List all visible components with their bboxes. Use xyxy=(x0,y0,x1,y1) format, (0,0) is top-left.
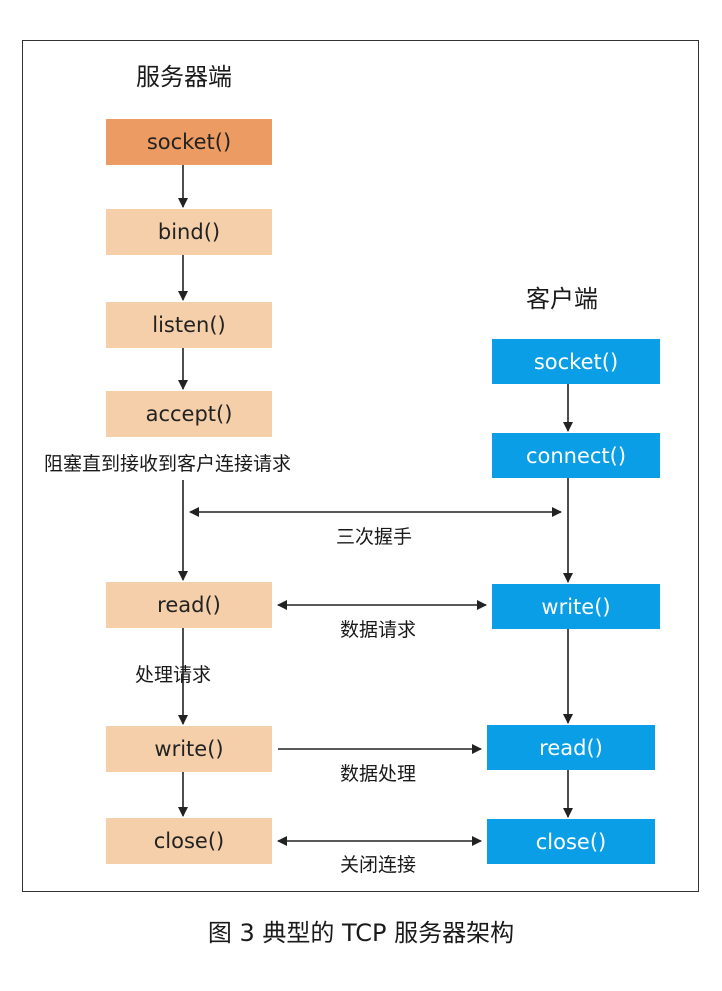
server-heading: 服务器端 xyxy=(136,63,232,91)
diagram-frame xyxy=(22,40,699,892)
server-bind-box: bind() xyxy=(106,209,272,255)
server-accept-box: accept() xyxy=(106,391,272,437)
server-read-box: read() xyxy=(106,582,272,628)
close-connection-label: 关闭连接 xyxy=(340,854,417,876)
data-processing-label: 数据处理 xyxy=(340,763,417,785)
client-write-box: write() xyxy=(492,584,660,629)
figure-caption: 图 3 典型的 TCP 服务器架构 xyxy=(207,919,515,947)
data-request-label: 数据请求 xyxy=(340,619,417,641)
handshake-label: 三次握手 xyxy=(336,526,413,548)
client-connect-box: connect() xyxy=(492,433,660,478)
client-heading: 客户端 xyxy=(526,285,598,313)
client-close-box: close() xyxy=(487,819,655,864)
server-socket-box: socket() xyxy=(106,119,272,165)
client-socket-box: socket() xyxy=(492,339,660,384)
server-listen-box: listen() xyxy=(106,302,272,348)
client-read-box: read() xyxy=(487,725,655,770)
blocking-note: 阻塞直到接收到客户连接请求 xyxy=(44,453,292,475)
process-request-label: 处理请求 xyxy=(135,664,212,686)
server-close-box: close() xyxy=(106,818,272,864)
server-write-box: write() xyxy=(106,726,272,772)
